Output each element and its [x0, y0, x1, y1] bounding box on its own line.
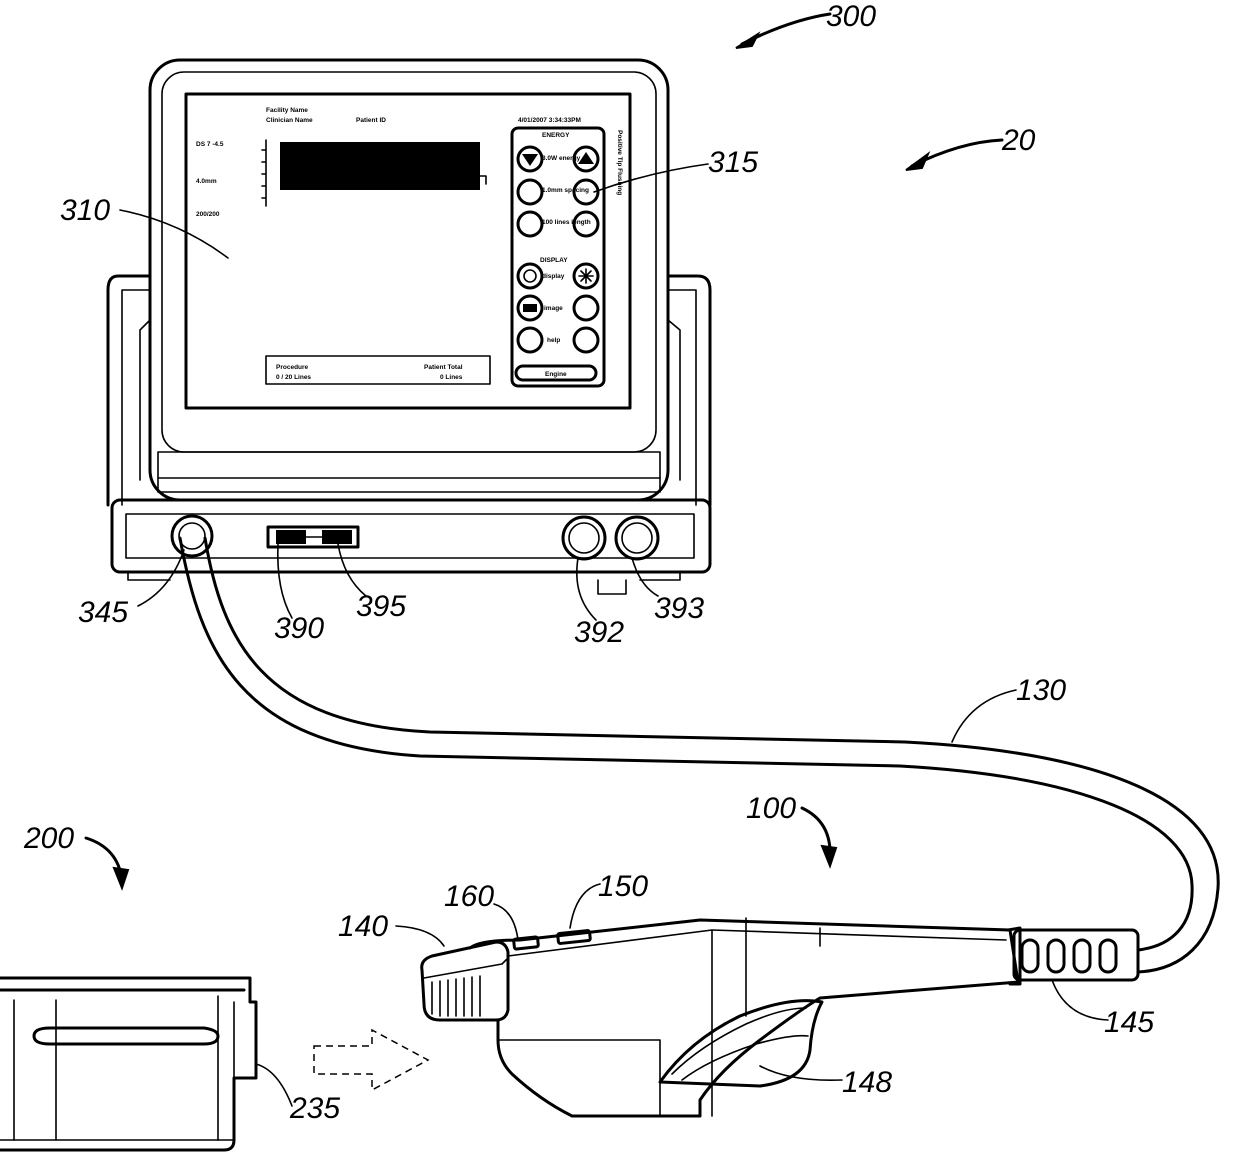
insertion-arrow	[314, 1030, 428, 1090]
label-cable: 130	[1016, 674, 1066, 707]
label-switch-left: 390	[274, 612, 324, 645]
screen-date: 4/01/2007 3:34:33PM	[518, 117, 581, 124]
label-control-panel: 315	[708, 146, 758, 179]
panel-help-label: help	[547, 337, 560, 344]
panel-display-label: display	[542, 273, 565, 280]
screen-clinician: Clinician Name	[266, 117, 313, 124]
label-cap: 200	[23, 822, 74, 855]
cap	[0, 978, 256, 1150]
label-console: 20	[1001, 124, 1036, 157]
label-front-button: 160	[444, 880, 494, 913]
label-cap-rim: 235	[289, 1092, 340, 1125]
panel-length-label: 100 lines length	[542, 219, 591, 226]
handpiece	[422, 918, 1138, 1116]
reference-labels: 300 20 310 315 345 390 395 392 393 130 1…	[23, 0, 1154, 1125]
leader-lines	[86, 14, 1108, 1106]
label-grip: 148	[842, 1066, 892, 1099]
label-display: 310	[60, 194, 110, 227]
control-panel: ENERGY 3.0W energy 1.0mm spacing 100 lin…	[512, 128, 604, 386]
strain-relief	[1014, 930, 1138, 980]
label-system: 300	[826, 0, 876, 33]
screen-patient-id: Patient ID	[356, 117, 386, 124]
treatment-grid	[280, 142, 480, 190]
label-knob-right: 393	[654, 592, 704, 625]
switch-block	[268, 527, 358, 547]
label-cable-port: 345	[78, 596, 128, 629]
console-unit: Facility Name Clinician Name Patient ID …	[108, 60, 710, 594]
screen-patient-lines: 0 Lines	[440, 374, 463, 381]
label-tip: 140	[338, 910, 388, 943]
screen-procedure: Procedure	[276, 364, 309, 371]
label-strain-relief: 145	[1104, 1006, 1154, 1039]
panel-energy-label: 3.0W energy	[542, 155, 581, 162]
screen-procedure-lines: 0 / 20 Lines	[276, 374, 311, 381]
panel-energy-header: ENERGY	[542, 132, 570, 139]
screen-setting-2: 4.0mm	[196, 178, 217, 185]
panel-display-header: DISPLAY	[540, 257, 568, 264]
label-rear-button: 150	[598, 870, 648, 903]
screen-setting-1: DS 7 -4.5	[196, 141, 224, 148]
panel-spacing-label: 1.0mm spacing	[542, 187, 589, 194]
tip	[422, 942, 508, 1020]
display-screen	[186, 94, 630, 408]
screen-patient-total: Patient Total	[424, 364, 463, 371]
panel-image-label: image	[544, 305, 563, 312]
screen-side-text: Positive Tip Flushing	[616, 130, 623, 195]
label-switch-right: 395	[356, 590, 406, 623]
label-knob-left: 392	[574, 616, 624, 649]
screen-facility: Facility Name	[266, 107, 308, 114]
label-handpiece: 100	[746, 792, 796, 825]
panel-engine-label: Engine	[545, 371, 567, 378]
screen-setting-3: 200/200	[196, 211, 220, 218]
